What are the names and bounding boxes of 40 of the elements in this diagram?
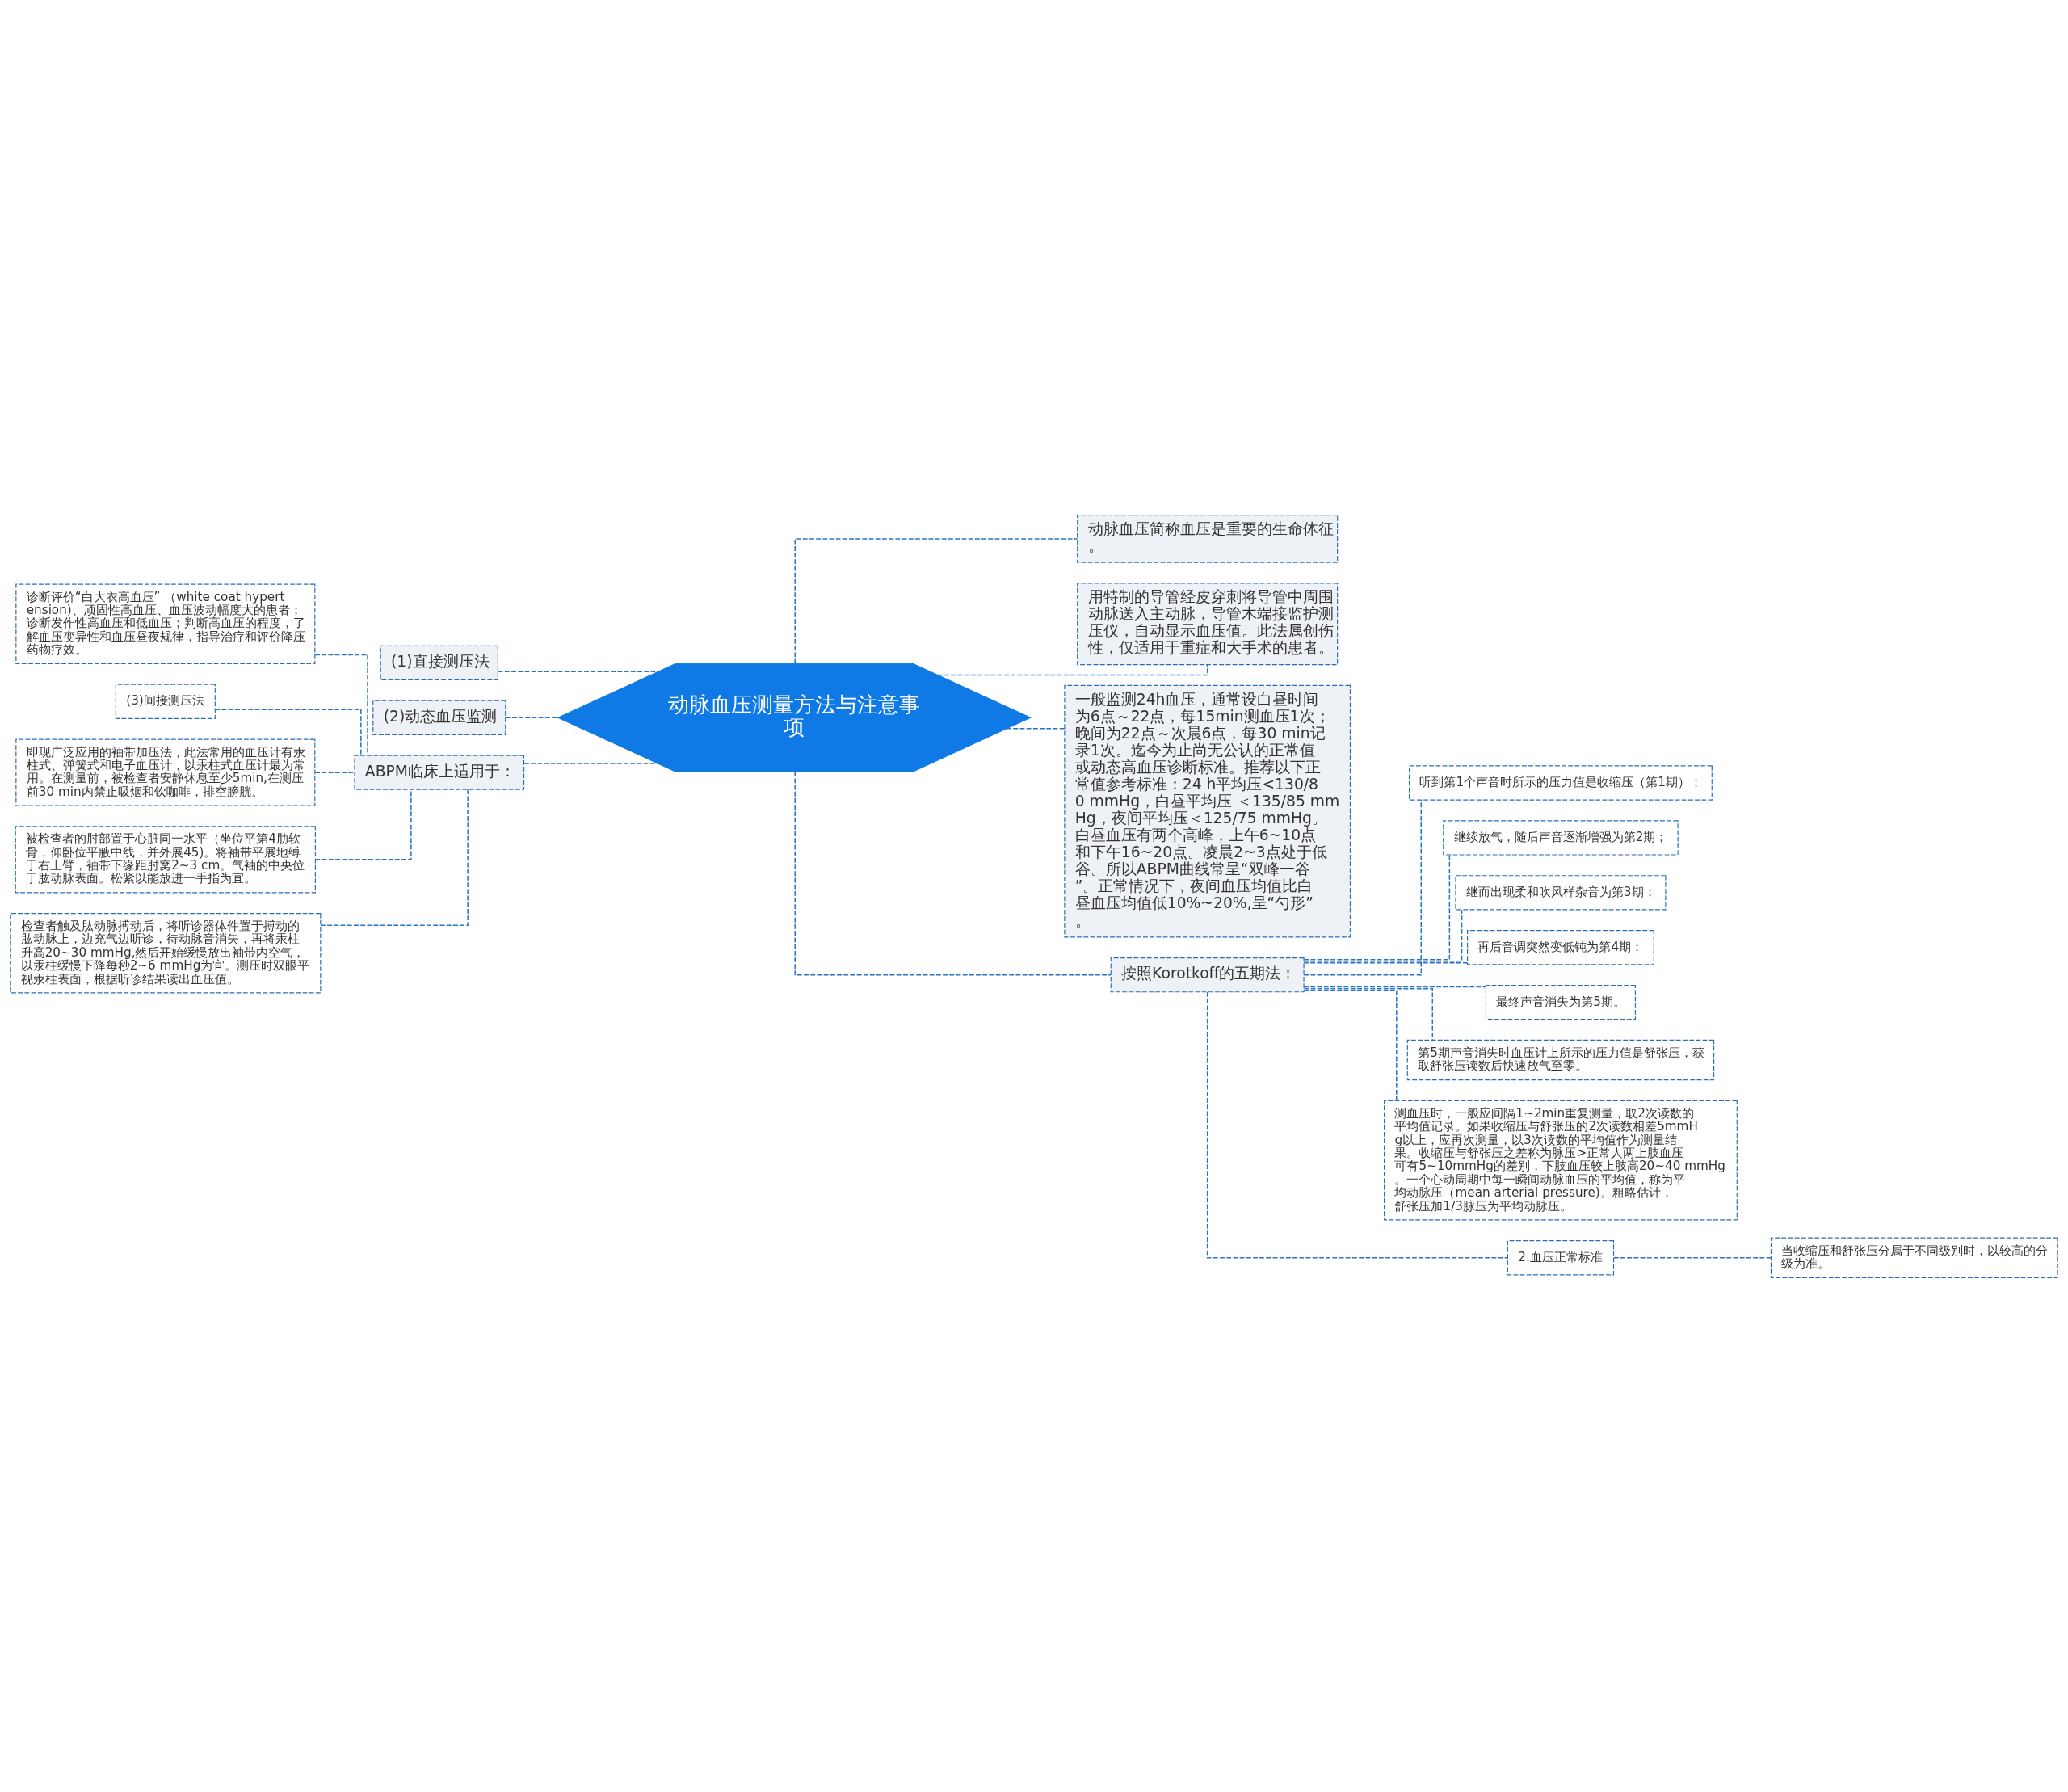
connector	[1006, 727, 1066, 730]
connector	[314, 654, 368, 756]
connector	[794, 537, 1078, 664]
node-box: 检查者触及肱动脉搏动后，将听诊器体件置于搏动的肱动脉上，边充气边听诊，待动脉音消失，再将汞柱升高20~30 mmHg,然后开始缓慢放出袖带内空气，以汞柱缓慢下降每秒2~6 mmHg为宜。测压时双眼平视汞柱表面，根据听诊结果读出血压值。	[10, 912, 322, 993]
node-box: 一般监测24h血压，通常设白昼时间为6点～22点，每15min测血压1次；晚间为22点～次晨6点，每30 min记录1次。迄今为止尚无公认的正常值或动态高血压诊断标准。推荐以下正常值参考标准：24 h平均压<130/80 mmHg，白昼平均压 ＜135/85 mmHg，夜间平均压＜125/75 mmHg。白昼血压有两个高峰，上午6~10点和下午16~20点。凌晨2~3点处于低谷。所以ABPM曲线常呈“双峰一谷”。正常情况下，夜间血压均值比白昼血压均值低10%~20%,呈“勺形”。	[1064, 684, 1351, 937]
node-box: (3)间接测压法	[115, 684, 216, 719]
node-box: 按照Korotkoff的五期法：	[1110, 957, 1305, 992]
node-box: 继续放气，随后声音逐渐增强为第2期；	[1443, 819, 1679, 856]
node-box: 继而出现柔和吹风样杂音为第3期；	[1455, 874, 1667, 910]
connector	[1303, 989, 1398, 1101]
connector	[1613, 1256, 1772, 1258]
node-box: 当收缩压和舒张压分属于不同级别时，以较高的分级为准。	[1770, 1237, 2058, 1278]
connector	[523, 762, 659, 764]
connector	[1303, 986, 1487, 987]
connector	[937, 663, 1208, 675]
connector	[1206, 991, 1508, 1258]
connector	[794, 771, 1112, 975]
connector	[214, 709, 362, 756]
node-box: 测血压时，一般应间隔1~2min重复测量，取2次读数的平均值记录。如果收缩压与舒张压的2次读数相差5mmHg以上，应再次测量，以3次读数的平均值作为测量结果。收缩压与舒张压之差称为脉压>正常人两上肢血压可有5~10mmHg的差别，下肢血压较上肢高20~40 mmHg。一个心动周期中每一瞬间动脉血压的平均值，称为平均动脉压（mean arterial pressure)。粗略估计，舒张压加1/3脉压为平均动脉压。	[1384, 1100, 1738, 1220]
node-box: 再后音调突然变低钝为第4期；	[1467, 929, 1654, 965]
node-box: (2)动态血压监测	[372, 700, 506, 735]
connector	[1303, 853, 1451, 960]
node-box: 2.血压正常标准	[1507, 1239, 1615, 1275]
connector	[1303, 961, 1469, 963]
node-box: 第5期声音消失时血压计上所示的压力值是舒张压，获取舒张压读数后快速放气至零。	[1406, 1039, 1715, 1080]
node-box: (1)直接测压法	[380, 645, 498, 680]
node-box: 听到第1个声音时所示的压力值是收缩压（第1期）；	[1409, 764, 1713, 801]
node-box: ABPM临床上适用于：	[354, 754, 525, 790]
node-box: 用特制的导管经皮穿刺将导管中周围动脉送入主动脉，导管木端接监护测压仪，自动显示血压值。此法属创伤性，仅适用于重症和大手术的患者。	[1077, 582, 1339, 665]
connector	[320, 789, 469, 926]
connector	[1303, 798, 1422, 975]
node-box: 被检查者的肘部置于心脏同一水平（坐位平第4肋软骨，仰卧位平腋中线，并外展45)。将袖带平展地缚于右上臂，袖带下缘距肘窝2~3 cm。气袖的中央位于肱动脉表面。松紧以能放进一手指为宜。	[15, 825, 316, 893]
node-box: 诊断评价“白大衣高血压” （white coat hypertension)、顽固性高血压、血压波动幅度大的患者；诊断发作性高血压和低血压；判断高血压的程度，了解血压变异性和血压昼夜规律，指导治疗和评价降压药物疗效。	[15, 583, 316, 664]
node-box: 最终声音消失为第5期。	[1485, 984, 1636, 1020]
connector	[1303, 908, 1463, 961]
node-box: 即现广泛应用的袖带加压法，此法常用的血压计有汞柱式、弹簧式和电子血压计，以汞柱式血压计最为常用。在测量前，被检查者安静休息至少5min,在测压前30 min内禁止吸烟和饮咖啡，排空膀胱。	[15, 738, 316, 806]
connector	[314, 771, 355, 773]
connector	[505, 716, 559, 718]
connector	[1303, 987, 1434, 1041]
node-box: 动脉血压简称血压是重要的生命体征。	[1077, 514, 1339, 563]
